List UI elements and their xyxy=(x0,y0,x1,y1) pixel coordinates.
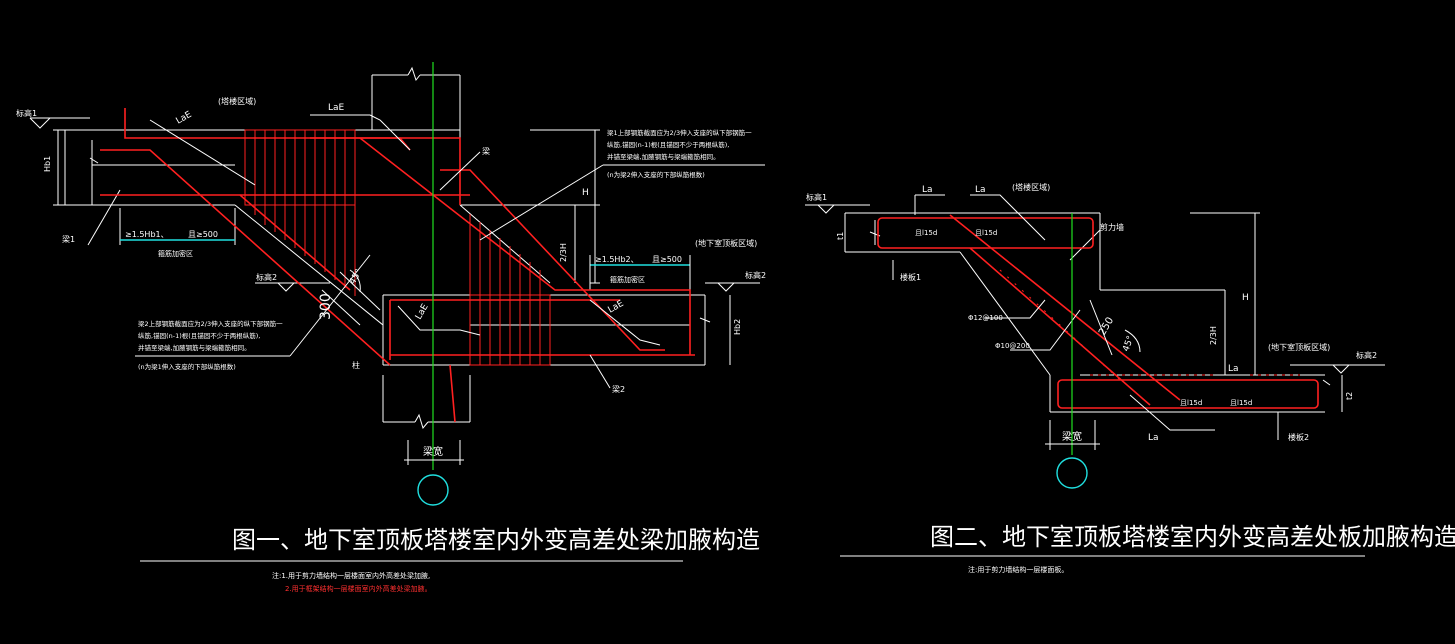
beam2-label: 梁2 xyxy=(612,385,625,394)
beam-width-label-2: 梁宽 xyxy=(1062,430,1082,443)
rebars-diagram2 xyxy=(877,214,1319,409)
l15d-4: 且l15d xyxy=(1230,399,1252,407)
diagram1: 标高1 标高2 Hb1 ≥1.5Hb1、 且≥500 箍筋加 xyxy=(16,62,766,593)
note-a2: 纵筋,锚固(n-1)根(且锚固不少于两根纵筋), xyxy=(607,140,729,149)
t1-label: t1 xyxy=(836,232,845,240)
dim-300: 300 45° xyxy=(318,268,381,326)
bar1-label: Φ12@100 xyxy=(968,314,1003,322)
dense1-label: 箍筋加密区 xyxy=(158,249,193,258)
d2-dim250-label: 250 xyxy=(1097,315,1116,337)
d2-h-dimension: H 2/3H xyxy=(1190,212,1260,375)
beam2-dense-dim: ≥1.5Hb2、 且≥500 箍筋加密区 xyxy=(589,255,691,290)
haunch-outline xyxy=(234,204,590,326)
rebars-diagram1 xyxy=(100,108,695,423)
stirrups-lower xyxy=(469,214,551,366)
elevation-marker-d2-1: 标高1 xyxy=(805,192,870,214)
beam2-outline: Hb2 标高2 xyxy=(382,270,766,366)
la-annotations: La La La La xyxy=(914,185,1245,443)
beam1-dense-dim: ≥1.5Hb1、 且≥500 箍筋加密区 xyxy=(119,208,236,258)
axis-line-2: 梁宽 xyxy=(1045,213,1100,489)
lae-right-label: LaE xyxy=(607,299,626,316)
note-b4: (n为梁1伸入支座的下部纵筋根数) xyxy=(138,362,236,371)
hb2-label: Hb2 xyxy=(733,319,742,335)
la4-label: La xyxy=(1148,433,1159,443)
diagram1-note1: 注:1.用于剪力墙结构一层楼面室内外高差处梁加腋, xyxy=(272,571,430,580)
bar2-label: Φ10@200 xyxy=(995,342,1030,350)
elevation-marker-2: 标高2 xyxy=(255,272,330,292)
d2-elev2-label: 标高2 xyxy=(1356,350,1377,360)
note-a3: 并锚至梁端,加腋钢筋与梁端箍筋相同。 xyxy=(607,152,720,161)
elev2-label: 标高2 xyxy=(256,272,277,282)
slab1-outline: t1 楼板1 xyxy=(836,212,1100,282)
slab1-label: 楼板1 xyxy=(900,272,921,282)
stirrups-upper xyxy=(244,129,356,296)
diagram1-note2: 2.用于框架结构一层楼面室内外高差处梁加腋。 xyxy=(285,584,432,593)
beam2-len-label-b: 且≥500 xyxy=(652,255,682,264)
outside-area-label: (地下室顶板区域) xyxy=(695,238,757,248)
tower-area-label: (塔楼区域) xyxy=(218,96,256,106)
hb1-label: Hb1 xyxy=(43,156,52,172)
lae-diag-label: LaE xyxy=(175,110,194,127)
note-b2: 纵筋,锚固(n-1)根(且锚固不少于两根纵筋), xyxy=(138,331,260,340)
la1-label: La xyxy=(922,185,933,195)
bar-callouts: Φ12@100 Φ10@200 xyxy=(968,299,1081,351)
d2-two-third-h-label: 2/3H xyxy=(1209,326,1218,345)
note-bottom-left: 梁2上部钢筋截面应为2/3伸入支座的纵下部钢筋一 纵筋,锚固(n-1)根(且锚固… xyxy=(135,254,371,371)
d2-tower-area-label: (塔楼区域) xyxy=(1012,182,1050,192)
beam1-len-label: ≥1.5Hb1、 xyxy=(125,230,169,239)
elev1-label: 标高1 xyxy=(16,108,37,118)
dim300-label: 300 xyxy=(318,293,334,320)
beam2-leader: 梁2 xyxy=(589,354,625,394)
column-outline: 柱 xyxy=(352,66,471,430)
t2-label: t2 xyxy=(1345,392,1354,400)
beam-leader: 梁 xyxy=(439,147,490,191)
beam1-len-label-b: 且≥500 xyxy=(188,230,218,239)
elevation-marker-1: 标高1 xyxy=(16,108,90,129)
la3-label: La xyxy=(1228,364,1239,374)
d2-elev1-label: 标高1 xyxy=(806,192,827,202)
lae-lower-label: LaE xyxy=(414,302,431,321)
elev2-right-label: 标高2 xyxy=(745,270,766,280)
note-b3: 并锚至梁端,加腋钢筋与梁端箍筋相同。 xyxy=(138,343,251,352)
beam2-len-label: ≥1.5Hb2、 xyxy=(595,255,639,264)
slab2-label: 楼板2 xyxy=(1288,432,1309,442)
diagram2: 标高1 t1 楼板1 剪力墙 H xyxy=(805,182,1455,574)
beam-label: 梁 xyxy=(482,147,490,156)
diagram1-title: 图一、地下室顶板塔楼室内外变高差处梁加腋构造 xyxy=(232,526,760,554)
axis-line-1: 梁宽 xyxy=(404,62,464,506)
two-third-h-label: 2/3H xyxy=(559,243,568,262)
d2-outside-area-label: (地下室顶板区域) xyxy=(1268,342,1330,352)
beam-width-label-1: 梁宽 xyxy=(423,445,443,458)
la2-label: La xyxy=(975,185,986,195)
note-a4: (n为梁2伸入支座的下部纵筋根数) xyxy=(607,170,705,179)
shear-wall-outline: 剪力墙 xyxy=(959,213,1331,413)
note-top-right: 梁1上部钢筋截面应为2/3伸入支座的纵下部钢筋一 纵筋,锚固(n-1)根(且锚固… xyxy=(479,128,765,241)
note-a1: 梁1上部钢筋截面应为2/3伸入支座的纵下部钢筋一 xyxy=(607,128,752,137)
diagram2-title: 图二、地下室顶板塔楼室内外变高差处板加腋构造 xyxy=(930,523,1455,551)
dense2-label: 箍筋加密区 xyxy=(610,275,645,284)
d2-h-label: H xyxy=(1242,293,1249,303)
h-label: H xyxy=(582,188,589,198)
beam1-leader: 梁1 xyxy=(62,189,121,246)
l15d-1: 且l15d xyxy=(915,229,937,237)
shear-wall-label: 剪力墙 xyxy=(1100,222,1124,232)
column-label: 柱 xyxy=(352,360,360,370)
h-dimension: H 2/3H xyxy=(530,129,600,284)
lae-top-label: LaE xyxy=(328,103,345,113)
note-b1: 梁2上部钢筋截面应为2/3伸入支座的纵下部钢筋一 xyxy=(138,319,283,328)
l15d-3: 且l15d xyxy=(1180,399,1202,407)
l15d-2: 且l15d xyxy=(975,229,997,237)
diagram2-note: 注:用于剪力墙结构一层楼面板。 xyxy=(968,565,1068,574)
lae-annotations: LaE LaE LaE LaE xyxy=(149,103,661,346)
beam1-label: 梁1 xyxy=(62,235,75,244)
elevation-marker-d2-2: 标高2 t2 楼板2 xyxy=(1277,350,1385,442)
